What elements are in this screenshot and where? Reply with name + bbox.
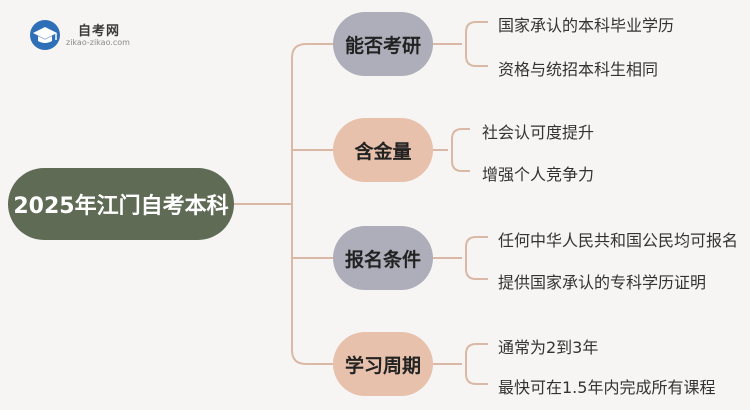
trunk-connector — [291, 43, 333, 365]
site-logo[interactable]: 自考网 zikao-zikao.com — [30, 18, 150, 52]
leaf-text: 最快可在1.5年内完成所有课程 — [498, 378, 716, 397]
graduation-cap-icon — [30, 20, 60, 50]
leaf-bracket-3 — [433, 236, 488, 280]
leaf-bracket-2 — [433, 128, 470, 172]
logo-url: zikao-zikao.com — [66, 38, 130, 47]
leaf-bracket-1 — [433, 21, 488, 67]
branch-node-duration: 学习周期 — [333, 332, 433, 396]
leaf-bracket-4 — [433, 343, 488, 385]
leaf-text: 社会认可度提升 — [482, 123, 595, 142]
leaf-text: 国家承认的本科毕业学历 — [498, 16, 675, 35]
leaf-text: 任何中华人民共和国公民均可报名 — [498, 231, 739, 250]
leaf-text: 资格与统招本科生相同 — [498, 60, 659, 79]
branch-node-graduate-study: 能否考研 — [333, 12, 433, 76]
branch-node-value: 含金量 — [333, 118, 433, 182]
branch-node-requirements: 报名条件 — [333, 226, 433, 290]
leaf-text: 提供国家承认的专科学历证明 — [498, 273, 707, 292]
leaf-text: 通常为2到3年 — [498, 338, 599, 357]
root-node: 2025年江门自考本科 — [8, 168, 234, 240]
logo-title: 自考网 — [78, 24, 121, 39]
leaf-text: 增强个人竞争力 — [482, 165, 595, 184]
